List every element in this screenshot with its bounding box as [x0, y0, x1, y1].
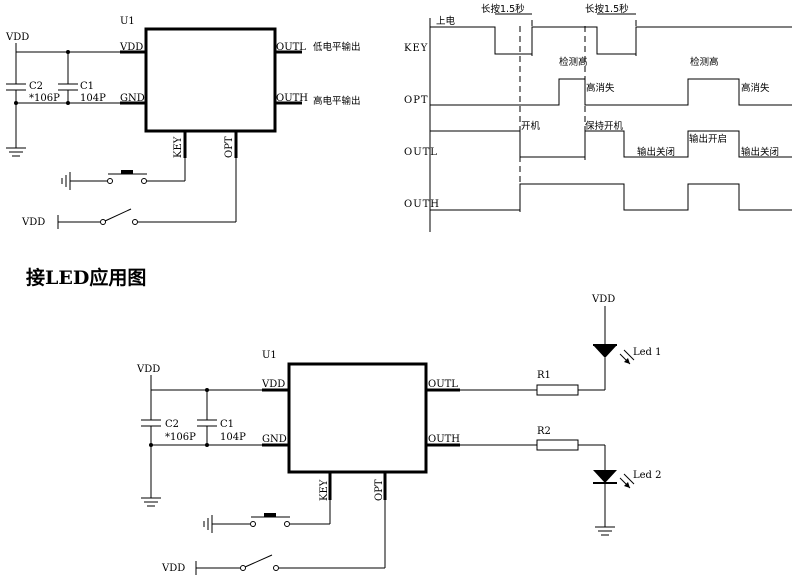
section-title: 接LED应用图 [26, 266, 146, 289]
r1-label: R1 [537, 370, 551, 381]
toggle-switch-icon [104, 208, 132, 222]
top-outl-desc: 低电平输出 [313, 41, 361, 53]
junction-dot [149, 443, 153, 447]
led-pin-key: KEY [319, 479, 330, 501]
led-chip-body [287, 362, 428, 474]
ann-long-press-1: 长按1.5秒 [481, 3, 525, 15]
ann-output-off-2: 输出关闭 [741, 146, 779, 158]
ann-output-off-1: 输出关闭 [637, 146, 675, 158]
junction-dot [205, 443, 209, 447]
opt-waveform [430, 78, 792, 106]
ground-icon [595, 526, 615, 536]
top-pin-outh: OUTH [276, 93, 308, 104]
ann-power-on: 上电 [436, 15, 456, 27]
top-pin-vdd: VDD [119, 42, 143, 53]
outl-waveform [430, 130, 792, 158]
top-c2-label: C2 [29, 81, 43, 92]
ann-output-on: 输出开启 [689, 133, 727, 145]
ground-icon [61, 172, 71, 190]
led2-label: Led 2 [633, 470, 662, 481]
top-chip-designator: U1 [120, 16, 135, 27]
sig-outh-label: OUTH [404, 199, 440, 210]
top-c1-value: 104P [80, 93, 106, 104]
ann-detect-high-2: 检测高 [690, 56, 719, 68]
top-chip-body [144, 27, 277, 133]
top-vdd-switch-label: VDD [21, 217, 45, 228]
sig-outl-label: OUTL [404, 147, 438, 158]
timing-diagram: KEY OPT OUTL OUTH 上电 长按1.5秒 长按1.5秒 检测高 检… [404, 3, 792, 232]
top-circuit: VDD C2 *106P C1 104P U1 VDD [5, 16, 361, 229]
ann-long-press-2: 长按1.5秒 [585, 3, 629, 15]
led-pin-outh: OUTH [428, 434, 460, 445]
junction-dot [14, 101, 18, 105]
ann-high-gone-1: 高消失 [586, 82, 615, 94]
ground-icon [203, 515, 213, 533]
ann-detect-high-1: 检测高 [559, 56, 588, 68]
ann-keep-on: 保持开机 [585, 120, 624, 132]
ann-high-gone-2: 高消失 [741, 82, 770, 94]
key-waveform [430, 26, 792, 55]
led-c1-value: 104P [220, 432, 246, 443]
led2-icon [593, 470, 635, 527]
led-pin-outl: OUTL [428, 379, 458, 390]
led-vdd-switch-label: VDD [161, 563, 185, 574]
top-outh-desc: 高电平输出 [313, 95, 361, 107]
top-pin-gnd: GND [120, 93, 145, 104]
led-c2-value: *106P [165, 432, 196, 443]
sig-opt-label: OPT [404, 95, 429, 106]
led-vdd-top-label: VDD [591, 294, 615, 305]
outh-waveform [430, 183, 792, 211]
r2-label: R2 [537, 426, 551, 437]
top-pin-key: KEY [173, 136, 184, 158]
led-c2-label: C2 [165, 419, 179, 430]
led-vdd-label: VDD [136, 364, 160, 375]
junction-dot [66, 101, 70, 105]
led-circuit: VDD C2 *106P C1 104P U1 VDD GN [136, 294, 662, 575]
resistor-r1 [536, 384, 579, 396]
top-vdd-label: VDD [5, 32, 29, 43]
ground-icon [6, 147, 26, 157]
top-pin-outl: OUTL [276, 42, 306, 53]
led1-icon [593, 306, 635, 365]
led-pin-opt: OPT [374, 479, 385, 501]
top-c1-label: C1 [80, 81, 94, 92]
top-pin-opt: OPT [224, 136, 235, 158]
ann-turn-on: 开机 [521, 120, 541, 132]
led-chip-designator: U1 [262, 350, 277, 361]
top-c2-value: *106P [29, 93, 60, 104]
led-pin-vdd: VDD [261, 379, 285, 390]
junction-dot [66, 50, 70, 54]
junction-dot [205, 388, 209, 392]
resistor-r2 [536, 439, 579, 451]
sig-key-label: KEY [404, 43, 428, 54]
led1-label: Led 1 [633, 347, 662, 358]
led-pin-gnd: GND [262, 434, 287, 445]
led-c1-label: C1 [220, 419, 234, 430]
toggle-switch-icon [244, 554, 273, 568]
ground-icon [141, 497, 161, 507]
